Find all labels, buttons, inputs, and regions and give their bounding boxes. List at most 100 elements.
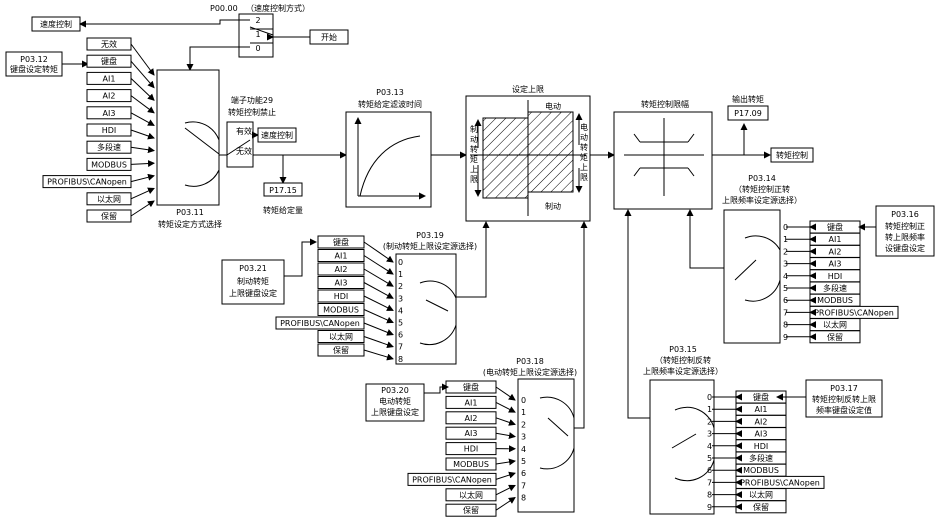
p0311-source-label: AI2 [103,92,116,101]
p0319-option-number: 1 [398,270,403,279]
p0311-source-label: 键盘 [101,56,117,66]
p0314-source-label: 保留 [827,332,843,342]
p0319-option-number: 3 [398,294,403,303]
p0319-source-label: 保留 [333,345,349,355]
p0314-source-label: 以太网 [823,320,847,330]
p0316-box [875,205,935,257]
p0318-selector-box [517,378,575,513]
p0314-option-number: 6 [783,296,788,305]
p0315-source-label: MODBUS [743,466,779,475]
p0000-opt-0: 0 [255,44,260,53]
p0315-desc2: 上限频率设定源选择） [643,366,723,376]
p0314-option-number: 7 [783,308,788,317]
p0321-desc1: 制动转矩 [237,276,269,286]
p0319-option-number: 4 [398,306,403,315]
filter-block [345,111,432,208]
p0314-option-number: 5 [783,284,788,293]
p0315-option-number: 4 [707,442,712,451]
p0318-code: P03.18 [516,357,544,366]
svg-text:电: 电 [580,122,588,132]
p0312-code: P03.12 [20,55,48,64]
upper-limit-title: 设定上限 [512,84,544,94]
torque-limit-block [613,111,713,210]
p0314-option-number: 3 [783,260,788,269]
p0315-source-label: HDI [754,442,769,451]
p0312-box [5,51,63,77]
p0320-box [365,383,425,422]
p0319-source-label: PROFIBUS\CANopen [280,319,360,328]
p0314-source-label: PROFIBUS\CANopen [814,308,894,317]
p0315-source-label: AI2 [755,417,768,426]
p0314-source-label: MODBUS [817,296,853,305]
p0320-desc2: 上限键盘设定 [371,407,419,417]
p0000-opt-2: 2 [255,16,260,25]
p0317-code: P03.17 [830,384,858,393]
p0316-desc3: 设键盘设定 [885,243,925,253]
p0311-source-label: 保留 [101,211,117,221]
p0315-source-label: 以太网 [749,490,773,500]
p0318-source-label: PROFIBUS\CANopen [412,475,492,484]
p0315-option-number: 9 [707,503,712,512]
p0315-option-number: 6 [707,466,712,475]
terminal-switch-box [226,121,254,168]
p0319-selector-box [395,253,457,365]
p1709-label: P17.09 [734,109,762,118]
p0314-source-list: 键盘0AI11AI22AI33HDI4多段速5MODBUS6PROFIBUS\C… [783,220,899,344]
p0318-source-label: 键盘 [463,382,479,392]
p0315-source-label: AI1 [755,405,768,414]
p0311-source-label: HDI [102,126,117,135]
p0314-source-label: AI2 [829,247,842,256]
p0317-desc1: 转矩控制反转上限 [812,394,876,404]
p0316-desc2: 转上限频率 [885,232,925,242]
p0319-source-label: 以太网 [329,332,353,342]
p0314-option-number: 2 [783,247,788,256]
braking-limit-vertical-label: 制动转矩上限 [470,124,478,184]
terminal-title: 端子功能29 [231,95,273,105]
braking-bottom-label: 制动 [545,201,561,211]
p0313-code: P03.13 [376,88,404,97]
p0319-option-number: 5 [398,319,403,328]
start-label: 开始 [321,32,337,42]
p0319-code: P03.19 [416,231,444,240]
p0319-source-label: HDI [334,292,349,301]
p0315-selector-box [649,379,715,515]
p0315-code: P03.15 [669,345,697,354]
p0314-option-number: 4 [783,272,788,281]
p0318-option-number: 0 [521,396,526,405]
p0319-option-number: 0 [398,258,403,267]
p0319-option-number: 7 [398,343,403,352]
p0316-code: P03.16 [891,210,919,219]
p0311-code: P03.11 [176,208,204,217]
p0319-source-label: 键盘 [333,237,349,247]
p0315-option-number: 3 [707,430,712,439]
p1715-box [263,182,303,197]
p0314-source-label: 键盘 [827,222,843,232]
p0000-opt-1: 1 [255,30,260,39]
p0315-source-label: 键盘 [753,392,769,402]
p0318-source-label: HDI [464,445,479,454]
svg-text:限: 限 [580,173,588,182]
svg-text:上: 上 [580,163,588,172]
speed-control-mid-box [257,127,297,143]
p0315-desc1: （转矩控制反转 [655,355,711,365]
p0311-source-label: PROFIBUS\CANopen [47,178,127,187]
p0313-desc: 转矩给定滤波时间 [358,99,422,109]
p0318-source-label: MODBUS [453,460,489,469]
svg-text:上: 上 [470,165,478,174]
p1715-label: P17.15 [269,186,297,195]
p0318-option-number: 7 [521,481,526,490]
terminal-desc: 转矩控制禁止 [228,107,276,117]
p0311-source-label: 多段速 [97,142,121,152]
p0311-source-label: 无效 [101,39,117,49]
p0314-option-number: 0 [783,223,788,232]
p0311-source-label: AI3 [103,109,116,118]
p0314-code: P03.14 [748,174,776,183]
p0319-source-list: 键盘0AI11AI22AI33HDI4MODBUS5PROFIBUS\CANop… [275,235,403,364]
p0319-option-number: 6 [398,331,403,340]
p0318-option-number: 1 [521,408,526,417]
p0315-source-label: AI3 [755,430,768,439]
torque-control-label: 转矩控制 [776,150,808,160]
p0314-source-label: AI3 [829,260,842,269]
